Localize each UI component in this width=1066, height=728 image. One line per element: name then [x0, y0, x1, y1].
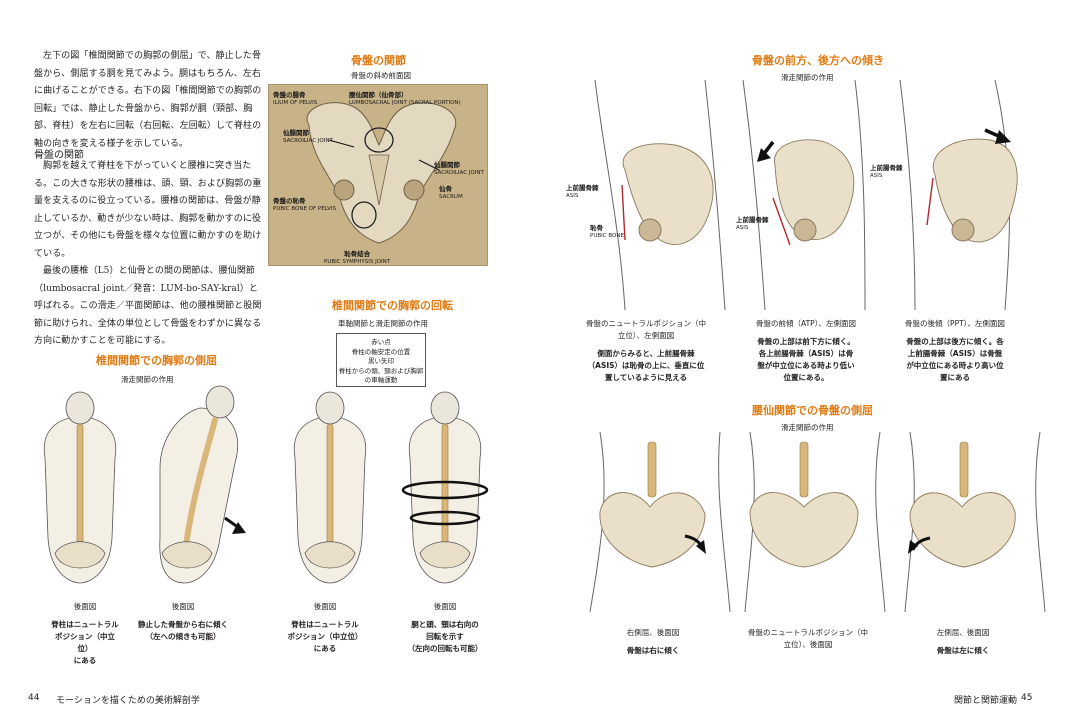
pelvis-title: 骨盤の関節 — [351, 54, 406, 67]
tilt-fig3-title: 骨盤の後傾（PPT）、左側面図 — [905, 319, 1005, 328]
body-paragraph-2: 最後の腰椎（L5）と仙骨との間の関節は、腰仙関節（lumbosacral joi… — [34, 266, 262, 346]
figure-3-line-3: にある — [313, 644, 337, 653]
tilt-fig1-title: 骨盤のニュートラルポジション（中立位）、左側面図 — [586, 319, 706, 340]
figure-3-view: 後面図 — [313, 602, 337, 611]
lumbo-fig3-title: 左側屈、後面図 — [936, 628, 990, 637]
figure-4-line-2: 回転を示す — [426, 632, 464, 641]
body-text: 胸郭を越えて脊柱を下がっていくと腰椎に突き当たる。この大きな形状の腰椎は、頭、頸… — [34, 158, 262, 351]
body-paragraph-1: 胸郭を越えて脊柱を下がっていくと腰椎に突き当たる。この大きな形状の腰椎は、頭、頸… — [34, 161, 262, 259]
tilt-title: 骨盤の前方、後方への傾き — [752, 54, 884, 67]
legend-red-desc: 脊柱の軸安定の位置 — [351, 347, 411, 356]
lumbo-fig3-caption: 左側屈、後面図 骨盤は左に傾く — [918, 627, 1008, 657]
pelvis-right-flexion — [599, 441, 706, 568]
pelvis-neutral-back — [749, 441, 859, 568]
figure-1-line-3: にある — [73, 656, 97, 665]
legend-box: 赤い点 脊柱の軸安定の位置 黒い矢印 脊柱からの頭、頸および胸郭 の車軸運動 — [336, 333, 426, 387]
footer-page-number-left: 44 — [28, 693, 40, 703]
tilt-fig3-desc: 骨盤の上部は後方に傾く。各上前腸骨棘（ASIS）は骨盤が中立位にある時より高い位… — [906, 337, 1004, 382]
tilt-fig3-caption: 骨盤の後傾（PPT）、左側面図 骨盤の上部は後方に傾く。各上前腸骨棘（ASIS）… — [905, 318, 1005, 384]
legend-black-desc-2: の車軸運動 — [364, 376, 398, 384]
tilt-subtitle: 滑走関節の作用 — [781, 73, 834, 82]
lumbo-fig2-caption: 骨盤のニュートラルポジション（中立位）、後面図 — [748, 627, 868, 651]
pelvis-posterior-tilt — [926, 128, 1018, 243]
figure-1-view: 後面図 — [73, 602, 97, 611]
legend-red-title: 赤い点 — [371, 338, 391, 346]
figure-1-caption: 後面図 脊柱はニュートラル ポジション（中立位） にある — [50, 601, 120, 667]
figure-2-line-2: （左への傾きも可能） — [145, 632, 221, 641]
lumbosacral-subtitle: 滑走関節の作用 — [781, 423, 834, 432]
tilt-fig2-desc: 骨盤の上部は前下方に傾く。各上前腸骨棘（ASIS）は骨盤が中立位にある時より低い… — [757, 337, 855, 382]
rotation-title: 椎間関節での胸郭の回転 — [332, 299, 453, 312]
rotation-subtitle: 車軸関節と滑走関節の作用 — [338, 319, 428, 328]
figure-4-line-3: （左向の回転も可能） — [407, 644, 483, 653]
figure-4-line-1: 胴と頭、頸は右向の — [411, 620, 479, 629]
pelvis-lateral-flexion-figures — [589, 431, 1046, 613]
tilt-fig1-caption: 骨盤のニュートラルポジション（中立位）、左側面図 側面からみると、上前腸骨棘（A… — [586, 318, 706, 384]
tilt-fig1-desc: 側面からみると、上前腸骨棘（ASIS）は恥骨の上に、垂直に位置しているように見え… — [587, 349, 705, 382]
skeleton-neutral-1 — [43, 391, 117, 584]
figure-3-line-2: ポジション（中立位） — [287, 632, 363, 641]
legend-black-title: 黒い矢印 — [368, 357, 394, 365]
figure-3-caption: 後面図 脊柱はニュートラル ポジション（中立位） にある — [285, 601, 365, 655]
lumbo-fig2-title: 骨盤のニュートラルポジション（中立位）、後面図 — [748, 628, 868, 649]
figure-2-caption: 後面図 静止した骨盤から右に傾く （左への傾きも可能） — [128, 601, 238, 643]
skeleton-neutral-2 — [293, 391, 367, 584]
figure-2-view: 後面図 — [171, 602, 195, 611]
footer-chapter-title: 関節と関節運動 — [954, 696, 1018, 706]
lumbo-fig1-desc: 骨盤は右に傾く — [626, 646, 680, 655]
pelvis-neutral-side — [621, 143, 714, 245]
footer-book-title: モーションを描くための美術解剖学 — [56, 696, 200, 706]
figure-1-line-2: ポジション（中立位） — [55, 632, 115, 653]
skeleton-lateral-flexion — [159, 385, 246, 584]
pelvis-left-flexion — [908, 441, 1016, 568]
intro-paragraph: 左下の図「椎間関節での胸郭の側屈」で、静止した骨盤から、側屈する胴を見てみよう。… — [34, 48, 262, 153]
skeleton-figures — [43, 385, 489, 584]
lumbo-fig1-caption: 右側屈、後面図 骨盤は右に傾く — [608, 627, 698, 657]
figure-1-line-1: 脊柱はニュートラル — [51, 620, 119, 629]
tilt-fig2-title: 骨盤の前傾（ATP）、左側面図 — [756, 319, 856, 328]
figure-4-view: 後面図 — [433, 602, 457, 611]
skeleton-rotation — [401, 391, 489, 584]
lateral-flexion-title: 椎間関節での胸郭の側屈 — [96, 354, 217, 367]
pelvic-tilt-figures — [594, 79, 1018, 311]
footer-page-number-right: 45 — [1021, 693, 1033, 703]
section-heading: 骨盤の関節 — [34, 150, 84, 161]
lumbosacral-title: 腰仙関節での骨盤の側屈 — [752, 404, 873, 417]
pelvis-anterior-tilt — [757, 139, 855, 246]
tilt-fig2-caption: 骨盤の前傾（ATP）、左側面図 骨盤の上部は前下方に傾く。各上前腸骨棘（ASIS… — [756, 318, 856, 384]
lumbo-fig1-title: 右側屈、後面図 — [626, 628, 680, 637]
lumbo-fig3-desc: 骨盤は左に傾く — [936, 646, 990, 655]
pelvis-subtitle: 骨盤の斜め前面図 — [351, 71, 411, 80]
label-lumbosacral: 腰仙関節（仙骨部）LUMBOSACRAL JOINT (SACRAL PORTI… — [349, 91, 461, 106]
lateral-flexion-subtitle: 滑走関節の作用 — [121, 375, 174, 384]
pelvis-drawing — [306, 102, 457, 244]
intro-text: 左下の図「椎間関節での胸郭の側屈」で、静止した骨盤から、側屈する胴を見てみよう。… — [34, 51, 262, 149]
figure-2-line-1: 静止した骨盤から右に傾く — [138, 620, 228, 629]
figure-4-caption: 後面図 胴と頭、頸は右向の 回転を示す （左向の回転も可能） — [390, 601, 500, 655]
figure-3-line-1: 脊柱はニュートラル — [291, 620, 359, 629]
legend-black-desc-1: 脊柱からの頭、頸および胸郭 — [338, 366, 424, 375]
